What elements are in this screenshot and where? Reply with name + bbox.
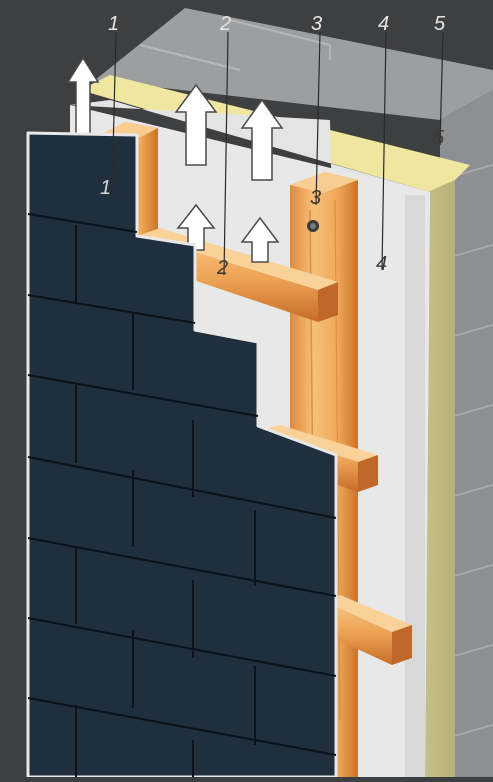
label-5: 5 bbox=[434, 14, 445, 34]
label-2: 2 bbox=[220, 14, 231, 34]
callout-2: 2 bbox=[217, 258, 228, 278]
callout-1: 1 bbox=[100, 178, 111, 198]
callout-3: 3 bbox=[310, 188, 321, 208]
label-4: 4 bbox=[378, 14, 389, 34]
callout-5: 5 bbox=[433, 128, 444, 148]
callout-4: 4 bbox=[376, 254, 387, 274]
screw-icon bbox=[307, 220, 319, 232]
label-1: 1 bbox=[108, 14, 119, 34]
label-3: 3 bbox=[311, 14, 322, 34]
